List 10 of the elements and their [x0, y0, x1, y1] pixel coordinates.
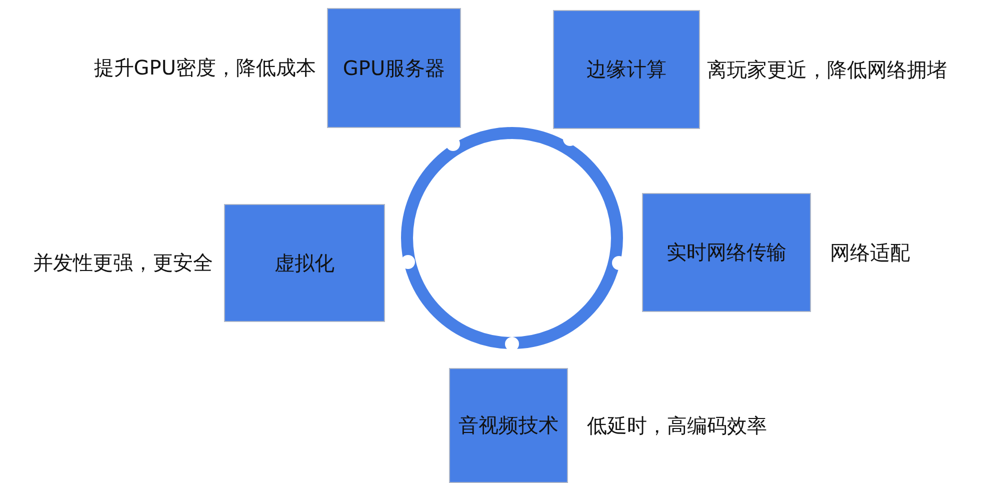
- benefit-text: 网络适配: [830, 239, 910, 266]
- benefit-text: 提升GPU密度，降低成本: [94, 54, 316, 82]
- topic-label: 虚拟化: [274, 250, 334, 276]
- topic-label: 边缘计算: [586, 56, 666, 83]
- topic-label: 音视频技术: [458, 412, 558, 439]
- benefit-text: 并发性更强，更安全: [33, 250, 213, 276]
- benefit-text: 离玩家更近，降低网络拥堵: [707, 56, 947, 83]
- topic-label: GPU服务器: [342, 54, 446, 82]
- benefit-text: 低延时，高编码效率: [587, 412, 767, 439]
- topic-label: 实时网络传输: [666, 239, 786, 266]
